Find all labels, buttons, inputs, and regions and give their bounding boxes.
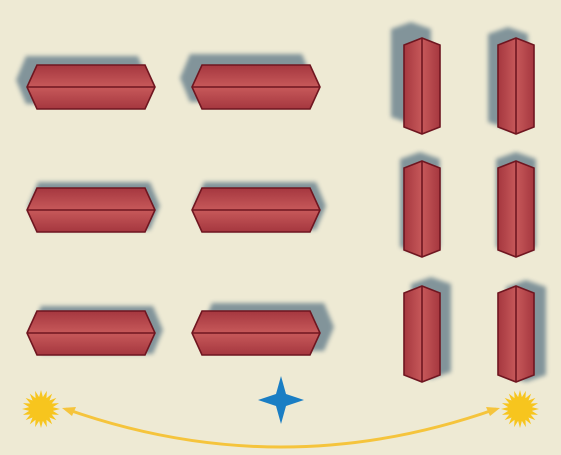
sun-core: [29, 397, 53, 421]
sun-icon: [22, 390, 60, 428]
four-point-star-compass-icon: [258, 376, 304, 424]
prism-layer: [26, 37, 535, 383]
sun-core: [508, 397, 532, 421]
arc-arrowhead-right: [486, 407, 500, 416]
sun-path-arc-arrow: [65, 407, 497, 449]
sun-icon: [501, 390, 539, 428]
arc-arrowhead-left: [62, 407, 76, 416]
